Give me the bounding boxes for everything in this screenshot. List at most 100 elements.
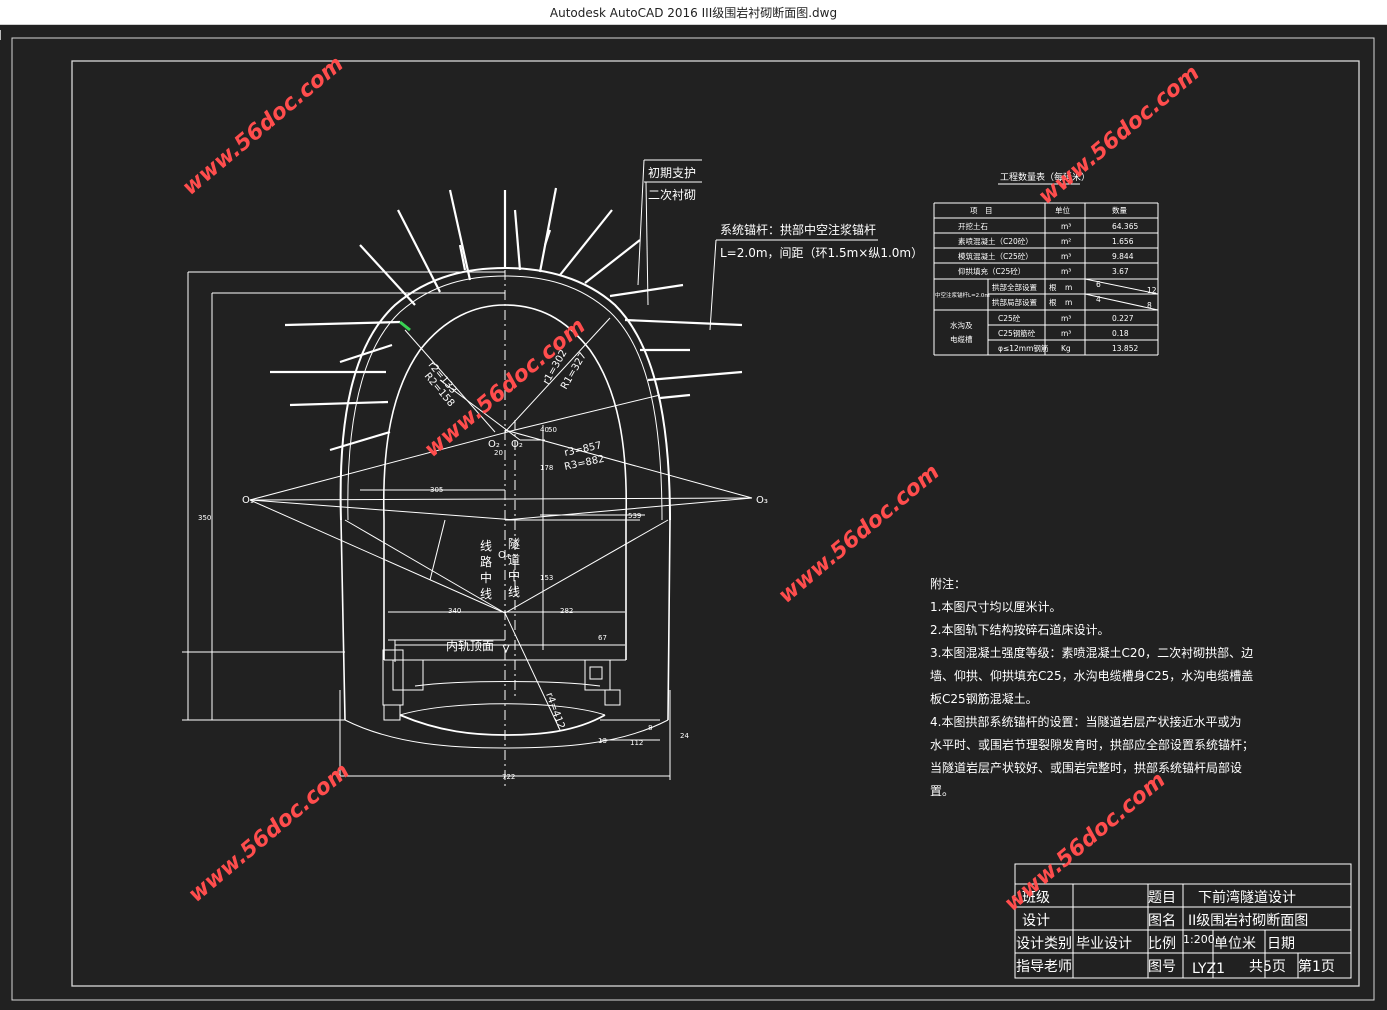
label-O4: O₄ [498,550,510,561]
dimension-text: 539 [628,512,641,520]
watermark-2: www.56doc.com [1034,61,1205,210]
label-route-centerline-char: 线 [480,539,492,553]
dimension-text: 722 [502,773,515,781]
qt-bolt-item: 拱部全部设置 [992,282,1037,292]
notes-line: 水平时、或围岩节理裂隙发育时，拱部应全部设置系统锚杆； [930,737,1254,752]
notes-line: 墙、仰拱、仰拱填充C25，水沟电缆槽身C25，水沟电缆槽盖 [930,668,1253,683]
window-titlebar: Autodesk AutoCAD 2016 III级围岩衬砌断面图.dwg [0,0,1387,25]
tb-drawing-no-label: 图号 [1148,959,1176,975]
qt-bolt-unit-b: m [1065,283,1072,292]
qt-bolt-group: 中空注浆锚杆L=2.0m [935,291,990,299]
qt-bolt-n2: 12 [1147,286,1157,295]
qt-drain-item: C25钢筋砼 [998,328,1036,338]
label-tunnel-centerline-char: 线 [508,585,520,599]
dimension-text: 112 [630,739,643,747]
qt-drain-qty: 0.18 [1112,329,1129,338]
label-r4: r4=412 [543,691,566,730]
tb-design-label: 设计 [1022,913,1050,929]
label-route-centerline-char: 中 [480,570,492,585]
qt-header-item: 项 目 [970,206,993,215]
dimension-text: 40 [540,426,549,434]
tb-type-label: 设计类别 [1016,936,1072,952]
tb-class-label: 班级 [1022,890,1050,906]
qt-row-unit: m³ [1061,267,1071,276]
qt-drain-unit: m³ [1061,329,1071,338]
qt-header-unit: 单位 [1055,205,1071,215]
dimension-text: 178 [540,464,553,472]
label-O1: O₁ [242,495,254,506]
tb-topic-value: 下前湾隧道设计 [1198,889,1296,906]
notes-line: 置。 [930,784,954,798]
qt-drain-item: C25砼 [998,313,1021,323]
label-route-centerline-char: 路 [480,554,492,569]
callout-leaders [637,159,878,331]
qt-row-qty: 3.67 [1112,267,1129,276]
watermark-1: www.56doc.com [178,52,349,201]
qt-bolt-n1: 4 [1096,295,1101,304]
label-tunnel-centerline-char: 道 [508,553,520,567]
watermark-4: www.56doc.com [774,460,945,609]
qt-row-unit: m² [1061,237,1071,246]
watermarks: www.56doc.com www.56doc.com www.56doc.co… [178,52,1205,917]
qt-bolt-item: 拱部局部设置 [992,297,1037,307]
tb-page: 第1页 [1298,958,1335,975]
title-block [1014,863,1352,979]
quantity-table-title: 工程数量表（每延米） [1000,171,1090,183]
label-route-centerline-char: 线 [480,587,492,601]
label-O2-right: O₂ [511,439,523,450]
label-rail-top: 内轨顶面 [446,639,494,653]
qt-drain-qty: 0.227 [1112,314,1134,323]
qt-bolt-n2: 8 [1147,301,1152,310]
dimension-text: 350 [198,514,211,522]
qt-drain-unit: m³ [1061,314,1071,323]
qt-drain-group: 电缆槽 [950,334,973,344]
tb-topic-label: 题目 [1148,890,1176,906]
qt-row-unit: m³ [1061,222,1071,231]
watermark-5: www.56doc.com [184,759,355,908]
inner-sheet-border [71,60,1360,987]
notes-line: 4.本图拱部系统锚杆的设置：当隧道岩层产状接近水平或为 [930,714,1241,729]
dimension-text: 67 [598,634,607,642]
dimension-text: 340 [448,607,461,615]
label-O2-left: O₂ [488,439,500,450]
qt-bolt-n1: 6 [1096,280,1101,289]
callout-bolt-title: 系统锚杆：拱部中空注浆锚杆 [720,222,876,237]
qt-header-qty: 数量 [1112,205,1128,215]
qt-drain-qty: 13.852 [1112,344,1138,353]
tb-unit-value: 单位米 [1214,936,1256,952]
dimension-text: 50 [548,426,557,434]
dimension-text: 282 [560,607,573,615]
tb-date-label: 日期 [1267,936,1295,952]
dimension-text: 20 [494,449,503,457]
tb-name-value: II级围岩衬砌断面图 [1188,913,1308,929]
qt-bolt-unit-a: 根 [1049,282,1057,292]
anchor-bolts [270,187,743,452]
label-O3: O₃ [756,495,768,506]
qt-bolt-unit-a: 根 [1049,297,1057,307]
label-tunnel-centerline-char: 隧 [508,536,520,551]
callout-secondary-lining: 二次衬砌 [648,188,696,202]
tb-drawing-no-value: LYZ1 [1192,961,1225,977]
notes-block: 附注： 1.本图尺寸均以厘米计。2.本图轨下结构按碎石道床设计。3.本图混凝土强… [930,576,1254,798]
tb-scale-value: 1:200 [1183,933,1215,946]
drawing-canvas[interactable]: 初期支护 二次衬砌 系统锚杆：拱部中空注浆锚杆 L=2.0m，间距（环1.5m×… [0,24,1387,1006]
dimension-text: 305 [430,486,443,494]
qt-drain-unit: Kg [1061,344,1071,353]
qt-bolt-unit-b: m [1065,298,1072,307]
qt-row-qty: 64.365 [1112,222,1138,231]
viewport-corner-mark [0,30,7,40]
callout-bolt-spec: L=2.0m，间距（环1.5m×纵1.0m） [720,246,923,260]
tb-total-pages: 共5页 [1249,959,1286,975]
watermark-6: www.56doc.com [1000,768,1171,917]
callout-primary-support: 初期支护 [648,166,696,180]
notes-line: 1.本图尺寸均以厘米计。 [930,600,1061,614]
qt-drain-group: 水沟及 [950,320,973,330]
dimension-text: 8 [648,724,652,732]
qt-row-item: 模筑混凝土（C25砼） [958,251,1033,261]
qt-row-unit: m³ [1061,252,1071,261]
qt-row-item: 开挖土石 [958,221,988,231]
highlight-segment [399,320,411,332]
notes-line: 板C25钢筋混凝土。 [930,691,1038,706]
